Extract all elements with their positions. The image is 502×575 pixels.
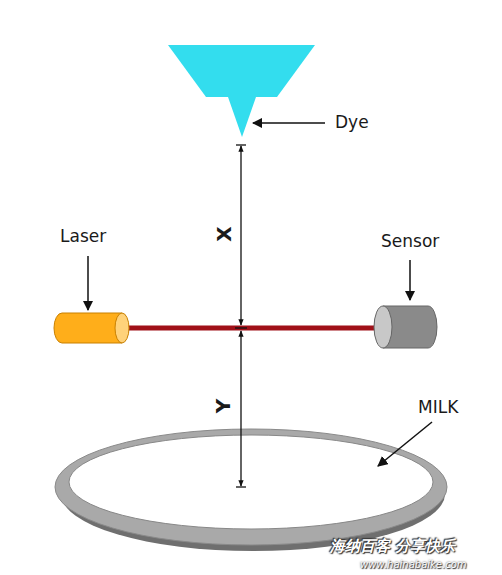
part-name: Dye bbox=[335, 113, 369, 132]
part-name: Laser bbox=[60, 227, 106, 246]
milk-dish bbox=[55, 429, 447, 551]
dimension-label: X bbox=[212, 224, 236, 243]
watermark: 海纳百客 分享快乐 bbox=[330, 538, 455, 555]
dimension-line bbox=[236, 145, 246, 487]
part-name: Sensor bbox=[381, 232, 439, 251]
part-name: MILK bbox=[418, 398, 458, 417]
laser-symbol bbox=[54, 313, 129, 343]
laser-beam bbox=[120, 326, 380, 331]
dimension-label: Y bbox=[211, 397, 235, 415]
leader-lines bbox=[88, 123, 432, 466]
watermark: www.hainabaike.com bbox=[360, 559, 467, 570]
sensor-symbol bbox=[374, 306, 437, 348]
